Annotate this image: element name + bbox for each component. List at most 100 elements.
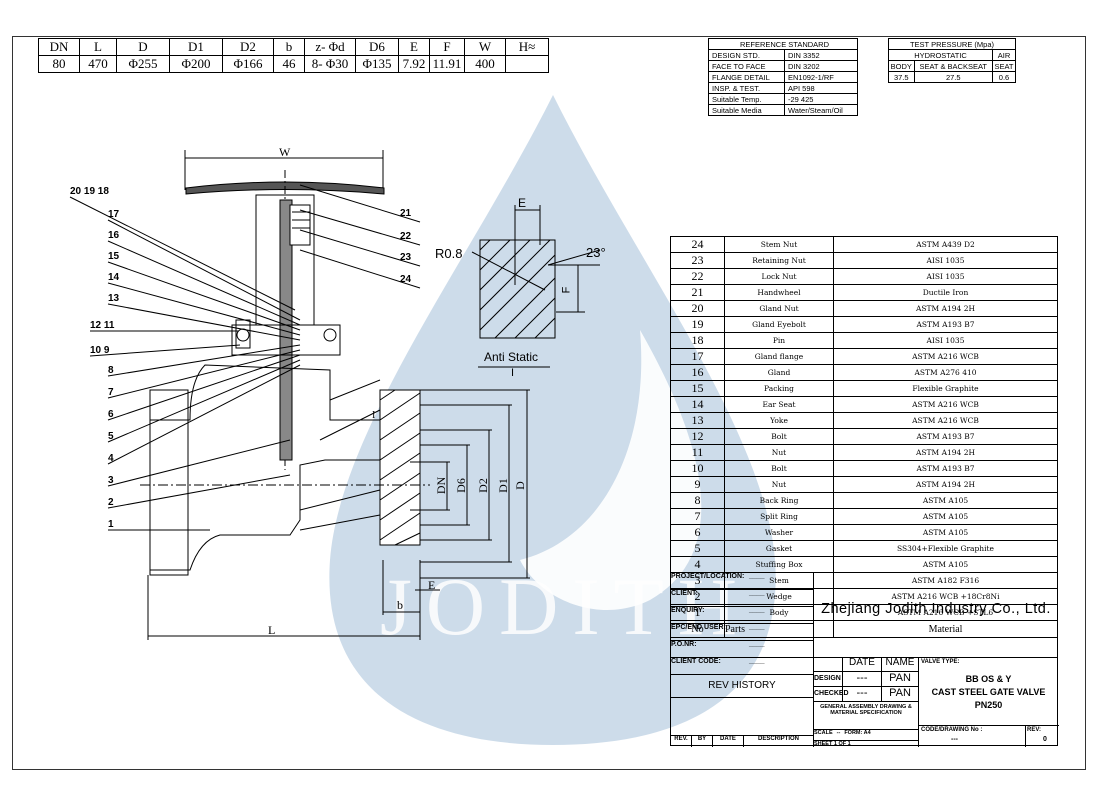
rev-col: DESCRIPTION: [757, 736, 799, 742]
part-number: 17: [670, 348, 725, 365]
part-material: Flexible Graphite: [833, 380, 1058, 397]
dim-header: z- Φd: [304, 38, 356, 56]
part-number: 22: [670, 268, 725, 285]
balloon-5: 5: [108, 431, 114, 442]
reference-standard-table: REFERENCE STANDARD DESIGN STD.DIN 3352 F…: [708, 38, 858, 116]
field-row: PROJECT/LOCATION:____: [671, 573, 813, 590]
part-number: 7: [670, 508, 725, 525]
valve-type-line: BB OS & Y: [965, 674, 1012, 684]
part-material: ASTM A194 2H: [833, 476, 1058, 493]
dim-header: E: [398, 38, 430, 56]
balloon-3: 3: [108, 475, 114, 486]
part-material: ASTM A216 WCB: [833, 348, 1058, 365]
dim-header: H≈: [505, 38, 549, 56]
balloon-13: 13: [108, 293, 120, 304]
balloon-12-11: 12 11: [90, 320, 115, 331]
project-fields: PROJECT/LOCATION:____ CLIENT:____ ENQUIR…: [671, 573, 813, 675]
field-label: ENQUIRY:: [671, 607, 705, 614]
drawing-frame: [12, 36, 1086, 770]
part-material: ASTM A105: [833, 556, 1058, 573]
part-name: Stem Nut: [724, 236, 834, 253]
dim-value: Φ200: [169, 55, 223, 73]
dim-label-l: L: [268, 623, 276, 637]
part-name: Handwheel: [724, 284, 834, 301]
part-name: Bolt: [724, 428, 834, 445]
dim-label-w: W: [279, 145, 291, 159]
dim-value: 7.92: [398, 55, 430, 73]
title-block: PROJECT/LOCATION:____ CLIENT:____ ENQUIR…: [670, 572, 1059, 747]
part-material: ASTM A194 2H: [833, 300, 1058, 317]
dim-value: 470: [79, 55, 117, 73]
part-name: Packing: [724, 380, 834, 397]
balloon-24: 24: [400, 274, 412, 285]
part-number: 16: [670, 364, 725, 381]
detail-e-label: E: [518, 196, 527, 210]
hydrostatic-label: HYDROSTATIC: [887, 49, 994, 61]
field-label: P.O.NR:: [671, 641, 697, 648]
rev-col: BY: [692, 736, 713, 747]
divider: [918, 657, 919, 747]
dim-value: Φ166: [222, 55, 274, 73]
part-number: 24: [670, 236, 725, 253]
detail-f-label: F: [560, 286, 573, 294]
dim-header: F: [429, 38, 465, 56]
part-name: Gasket: [724, 540, 834, 557]
balloon-1: 1: [108, 519, 114, 530]
dim-header: b: [273, 38, 305, 56]
valve-type-line: PN250: [974, 700, 1003, 710]
part-material: ASTM A194 2H: [833, 444, 1058, 461]
part-name: Gland Nut: [724, 300, 834, 317]
doc-type: GENERAL ASSEMBLY DRAWING & MATERIAL SPEC…: [814, 702, 918, 730]
divider: [813, 573, 814, 747]
part-number: 5: [670, 540, 725, 557]
dim-value: 11.91: [429, 55, 465, 73]
dim-value: 80: [38, 55, 80, 73]
balloon-16: 16: [108, 230, 120, 241]
divider: [1025, 726, 1026, 747]
field-value: ____: [749, 641, 765, 648]
field-value: ____: [749, 658, 765, 665]
part-material: SS304+Flexible Graphite: [833, 540, 1058, 557]
part-material: ASTM A105: [833, 492, 1058, 509]
dim-value: 400: [464, 55, 506, 73]
divider: [814, 657, 1058, 658]
dim-header: W: [464, 38, 506, 56]
part-number: 19: [670, 316, 725, 333]
reference-value: Water/Steam/Oil: [784, 104, 858, 116]
field-value: ____: [749, 590, 765, 597]
dim-value: Φ255: [116, 55, 170, 73]
reference-value: EN1092-1/RF: [784, 71, 858, 83]
part-number: 4: [670, 556, 725, 573]
dim-label-b: b: [397, 598, 403, 612]
balloon-4: 4: [108, 453, 114, 464]
dim-header: D2: [222, 38, 274, 56]
field-row: ENQUIRY:____: [671, 607, 813, 624]
design-label: DESIGN: [814, 672, 843, 686]
checked-date: ---: [843, 687, 882, 701]
dim-label-d2: D2: [475, 478, 490, 493]
dim-value: 8- Φ30: [304, 55, 356, 73]
part-name: Gland Eyebolt: [724, 316, 834, 333]
valve-type-line: CAST STEEL GATE VALVE: [931, 687, 1046, 697]
part-material: AISI 1035: [833, 268, 1058, 285]
valve-type-label: VALVE TYPE:: [921, 659, 960, 665]
part-name: Bolt: [724, 460, 834, 477]
scale-label: SCALE: [814, 730, 833, 736]
part-name: Stuffing Box: [724, 556, 834, 573]
rev-col: DATE: [713, 736, 744, 747]
part-name: Pin: [724, 332, 834, 349]
reference-title: REFERENCE STANDARD: [708, 38, 858, 50]
part-number: 14: [670, 396, 725, 413]
part-material: ASTM A216 WCB: [833, 396, 1058, 413]
